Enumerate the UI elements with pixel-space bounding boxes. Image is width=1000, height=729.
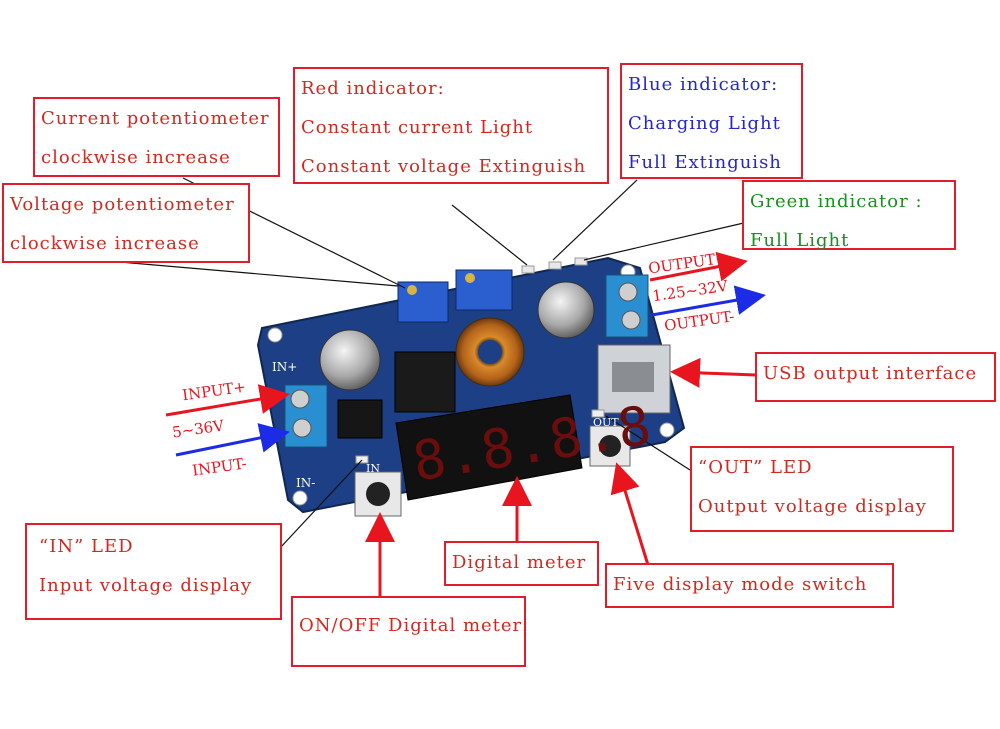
in-led-line2: Input voltage display	[39, 575, 253, 596]
red-arrows	[165, 251, 757, 598]
board-label-out: OUT	[593, 416, 619, 429]
board-label-in-plus: IN+	[272, 360, 298, 374]
out-led-line2: Output voltage display	[698, 496, 927, 517]
output-capacitor	[537, 281, 595, 339]
red-indicator-line3: Constant voltage Extinguish	[301, 156, 587, 177]
voltage-pot-line1: Voltage potentiometer	[10, 194, 235, 215]
green-indicator-line1: Green indicator :	[750, 191, 923, 212]
blue-indicator-line3: Full Extinguish	[628, 152, 782, 173]
current-potentiometer	[455, 269, 513, 311]
output-terminal	[605, 274, 649, 338]
red-indicator-line2: Constant current Light	[301, 117, 534, 138]
in-button	[354, 471, 402, 517]
indicator-leds	[521, 257, 588, 274]
voltage-pot-line2: clockwise increase	[10, 233, 200, 254]
board-label-in-minus: IN-	[296, 476, 316, 490]
green-indicator-note: Green indicator : Full Light	[742, 180, 956, 251]
digital-meter-note: Digital meter	[444, 541, 599, 586]
in-led	[355, 455, 369, 464]
usb-output-label: USB output interface	[763, 363, 978, 384]
digital-display	[395, 394, 583, 501]
digital-meter-label: Digital meter	[452, 552, 587, 573]
usb-output-note: USB output interface	[755, 352, 996, 402]
blue-indicator-line2: Charging Light	[628, 113, 781, 134]
onoff-note: ON/OFF Digital meter	[291, 596, 526, 667]
red-indicator-note: Red indicator: Constant current Light Co…	[293, 67, 609, 184]
out-button	[589, 425, 631, 467]
pointer-lines	[119, 177, 749, 549]
voltage-potentiometer	[397, 281, 449, 323]
in-led-note: “IN” LED Input voltage display	[25, 523, 282, 620]
input-capacitor	[319, 329, 381, 391]
current-potentiometer-note: Current potentiometer clockwise increase	[33, 97, 280, 177]
usb-port	[597, 344, 671, 414]
mosfet-ic	[337, 399, 383, 439]
blue-arrows	[175, 285, 766, 457]
out-led-note: “OUT” LED Output voltage display	[690, 446, 954, 532]
green-indicator-line2: Full Light	[750, 230, 850, 251]
onoff-label: ON/OFF Digital meter	[299, 615, 523, 636]
toroid-inductor	[455, 317, 525, 387]
board-label-in: IN	[366, 462, 380, 475]
out-led-line1: “OUT” LED	[698, 457, 813, 478]
input-terminal	[284, 384, 328, 448]
current-pot-line2: clockwise increase	[41, 147, 231, 168]
in-led-line1: “IN” LED	[39, 536, 134, 557]
blue-indicator-note: Blue indicator: Charging Light Full Exti…	[620, 63, 803, 179]
out-led	[591, 409, 605, 418]
blue-indicator-line1: Blue indicator:	[628, 74, 779, 95]
mode-switch-note: Five display mode switch	[605, 563, 894, 608]
regulator-ic	[394, 351, 456, 413]
current-pot-line1: Current potentiometer	[41, 108, 270, 129]
red-indicator-line1: Red indicator:	[301, 78, 445, 99]
mode-switch-label: Five display mode switch	[613, 574, 868, 595]
voltage-potentiometer-note: Voltage potentiometer clockwise increase	[2, 183, 250, 263]
